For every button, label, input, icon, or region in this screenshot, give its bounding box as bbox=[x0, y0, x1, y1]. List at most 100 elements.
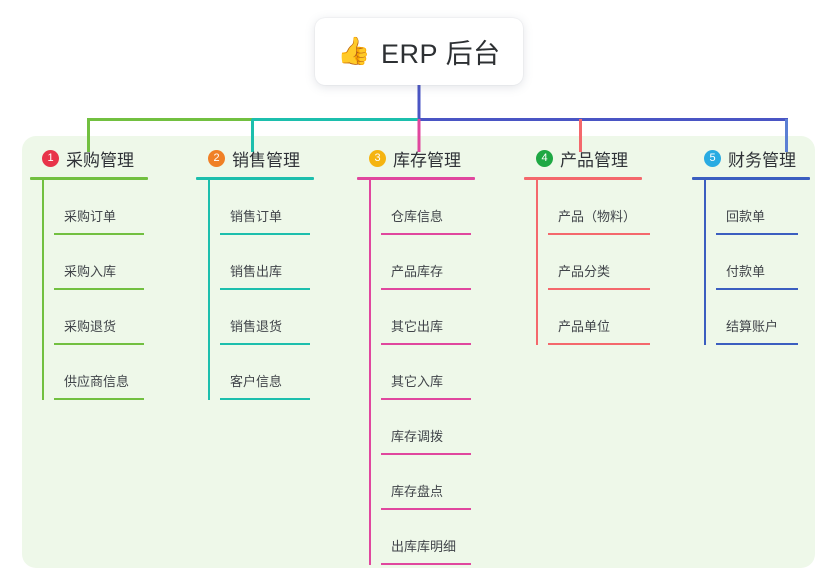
branch-column-2[interactable]: 2 销售管理销售订单销售出库销售退货客户信息 bbox=[196, 146, 314, 400]
child-item-label: 采购订单 bbox=[64, 209, 117, 224]
child-item-underline bbox=[548, 233, 650, 235]
thumbs-up-icon: 👍 bbox=[337, 36, 372, 66]
child-item[interactable]: 销售订单 bbox=[208, 180, 314, 235]
child-item[interactable]: 产品库存 bbox=[369, 235, 475, 290]
child-item-underline bbox=[54, 233, 144, 235]
child-item[interactable]: 产品分类 bbox=[536, 235, 650, 290]
child-item-label: 付款单 bbox=[726, 264, 766, 279]
child-item-underline bbox=[548, 343, 650, 345]
child-item-underline bbox=[54, 288, 144, 290]
branch-number-badge: 5 bbox=[704, 149, 721, 167]
child-item-underline bbox=[381, 453, 471, 455]
child-item[interactable]: 仓库信息 bbox=[369, 180, 475, 235]
child-item-underline bbox=[548, 288, 650, 290]
branch-number-badge: 2 bbox=[208, 149, 225, 167]
child-item-underline bbox=[220, 288, 310, 290]
child-item[interactable]: 库存盘点 bbox=[369, 455, 475, 510]
branch-underline bbox=[357, 177, 475, 180]
child-item-label: 销售出库 bbox=[230, 264, 283, 279]
branches-background-panel bbox=[22, 136, 815, 568]
branch-underline bbox=[692, 177, 810, 180]
child-item[interactable]: 回款单 bbox=[704, 180, 810, 235]
branch-number-badge: 1 bbox=[42, 149, 59, 167]
branch-children: 采购订单采购入库采购退货供应商信息 bbox=[30, 180, 148, 400]
child-item-label: 采购入库 bbox=[64, 264, 117, 279]
child-item-label: 产品（物料） bbox=[558, 209, 637, 224]
branch-spine bbox=[42, 180, 44, 400]
child-item-label: 产品单位 bbox=[558, 319, 611, 334]
branch-header-1[interactable]: 1 采购管理 bbox=[30, 146, 148, 170]
branch-header-3[interactable]: 3 库存管理 bbox=[357, 146, 475, 170]
branch-spine bbox=[704, 180, 706, 345]
child-item[interactable]: 采购入库 bbox=[42, 235, 148, 290]
root-node[interactable]: 👍 ERP 后台 bbox=[315, 18, 523, 85]
branch-column-3[interactable]: 3 库存管理仓库信息产品库存其它出库其它入库库存调拨库存盘点出库库明细 bbox=[357, 146, 475, 565]
child-item-label: 其它入库 bbox=[391, 374, 444, 389]
child-item-underline bbox=[381, 343, 471, 345]
child-item-underline bbox=[54, 343, 144, 345]
branch-title: 产品管理 bbox=[560, 150, 628, 170]
branch-column-5[interactable]: 5 财务管理回款单付款单结算账户 bbox=[692, 146, 810, 345]
child-item[interactable]: 出库库明细 bbox=[369, 510, 475, 565]
branch-children: 产品（物料） 产品分类产品单位 bbox=[524, 180, 650, 345]
child-item-label: 库存调拨 bbox=[391, 429, 444, 444]
child-item-underline bbox=[220, 398, 310, 400]
child-item[interactable]: 其它出库 bbox=[369, 290, 475, 345]
root-title: ERP 后台 bbox=[381, 39, 501, 69]
branch-number-badge: 3 bbox=[369, 149, 386, 167]
child-item[interactable]: 供应商信息 bbox=[42, 345, 148, 400]
child-item[interactable]: 其它入库 bbox=[369, 345, 475, 400]
child-item[interactable]: 采购退货 bbox=[42, 290, 148, 345]
branch-title: 销售管理 bbox=[232, 150, 300, 170]
child-item-label: 产品库存 bbox=[391, 264, 444, 279]
child-item-label: 销售订单 bbox=[230, 209, 283, 224]
branch-spine bbox=[536, 180, 538, 345]
child-item-label: 销售退货 bbox=[230, 319, 283, 334]
branch-spine bbox=[208, 180, 210, 400]
branch-title: 采购管理 bbox=[66, 150, 134, 170]
child-item[interactable]: 客户信息 bbox=[208, 345, 314, 400]
child-item-label: 供应商信息 bbox=[64, 374, 130, 389]
branch-underline bbox=[30, 177, 148, 180]
child-item-label: 产品分类 bbox=[558, 264, 611, 279]
child-item-underline bbox=[54, 398, 144, 400]
child-item-underline bbox=[716, 233, 798, 235]
child-item-label: 结算账户 bbox=[726, 319, 779, 334]
child-item[interactable]: 采购订单 bbox=[42, 180, 148, 235]
child-item-label: 采购退货 bbox=[64, 319, 117, 334]
child-item-label: 仓库信息 bbox=[391, 209, 444, 224]
child-item-underline bbox=[716, 288, 798, 290]
child-item-underline bbox=[381, 563, 471, 565]
child-item-label: 其它出库 bbox=[391, 319, 444, 334]
child-item-label: 库存盘点 bbox=[391, 484, 444, 499]
child-item-underline bbox=[381, 508, 471, 510]
child-item-underline bbox=[381, 288, 471, 290]
child-item-label: 客户信息 bbox=[230, 374, 283, 389]
child-item-underline bbox=[381, 398, 471, 400]
branch-children: 仓库信息产品库存其它出库其它入库库存调拨库存盘点出库库明细 bbox=[357, 180, 475, 565]
branch-title: 财务管理 bbox=[728, 150, 796, 170]
branch-underline bbox=[524, 177, 642, 180]
branch-children: 回款单付款单结算账户 bbox=[692, 180, 810, 345]
child-item[interactable]: 付款单 bbox=[704, 235, 810, 290]
child-item-underline bbox=[220, 343, 310, 345]
branch-header-2[interactable]: 2 销售管理 bbox=[196, 146, 314, 170]
child-item[interactable]: 库存调拨 bbox=[369, 400, 475, 455]
child-item-underline bbox=[220, 233, 310, 235]
child-item-underline bbox=[381, 233, 471, 235]
branch-underline bbox=[196, 177, 314, 180]
child-item[interactable]: 产品（物料） bbox=[536, 180, 650, 235]
child-item[interactable]: 销售出库 bbox=[208, 235, 314, 290]
branch-column-1[interactable]: 1 采购管理采购订单采购入库采购退货供应商信息 bbox=[30, 146, 148, 400]
child-item[interactable]: 销售退货 bbox=[208, 290, 314, 345]
branch-header-5[interactable]: 5 财务管理 bbox=[692, 146, 810, 170]
child-item-underline bbox=[716, 343, 798, 345]
child-item[interactable]: 产品单位 bbox=[536, 290, 650, 345]
branch-spine bbox=[369, 180, 371, 565]
child-item[interactable]: 结算账户 bbox=[704, 290, 810, 345]
branch-children: 销售订单销售出库销售退货客户信息 bbox=[196, 180, 314, 400]
branch-title: 库存管理 bbox=[393, 150, 461, 170]
